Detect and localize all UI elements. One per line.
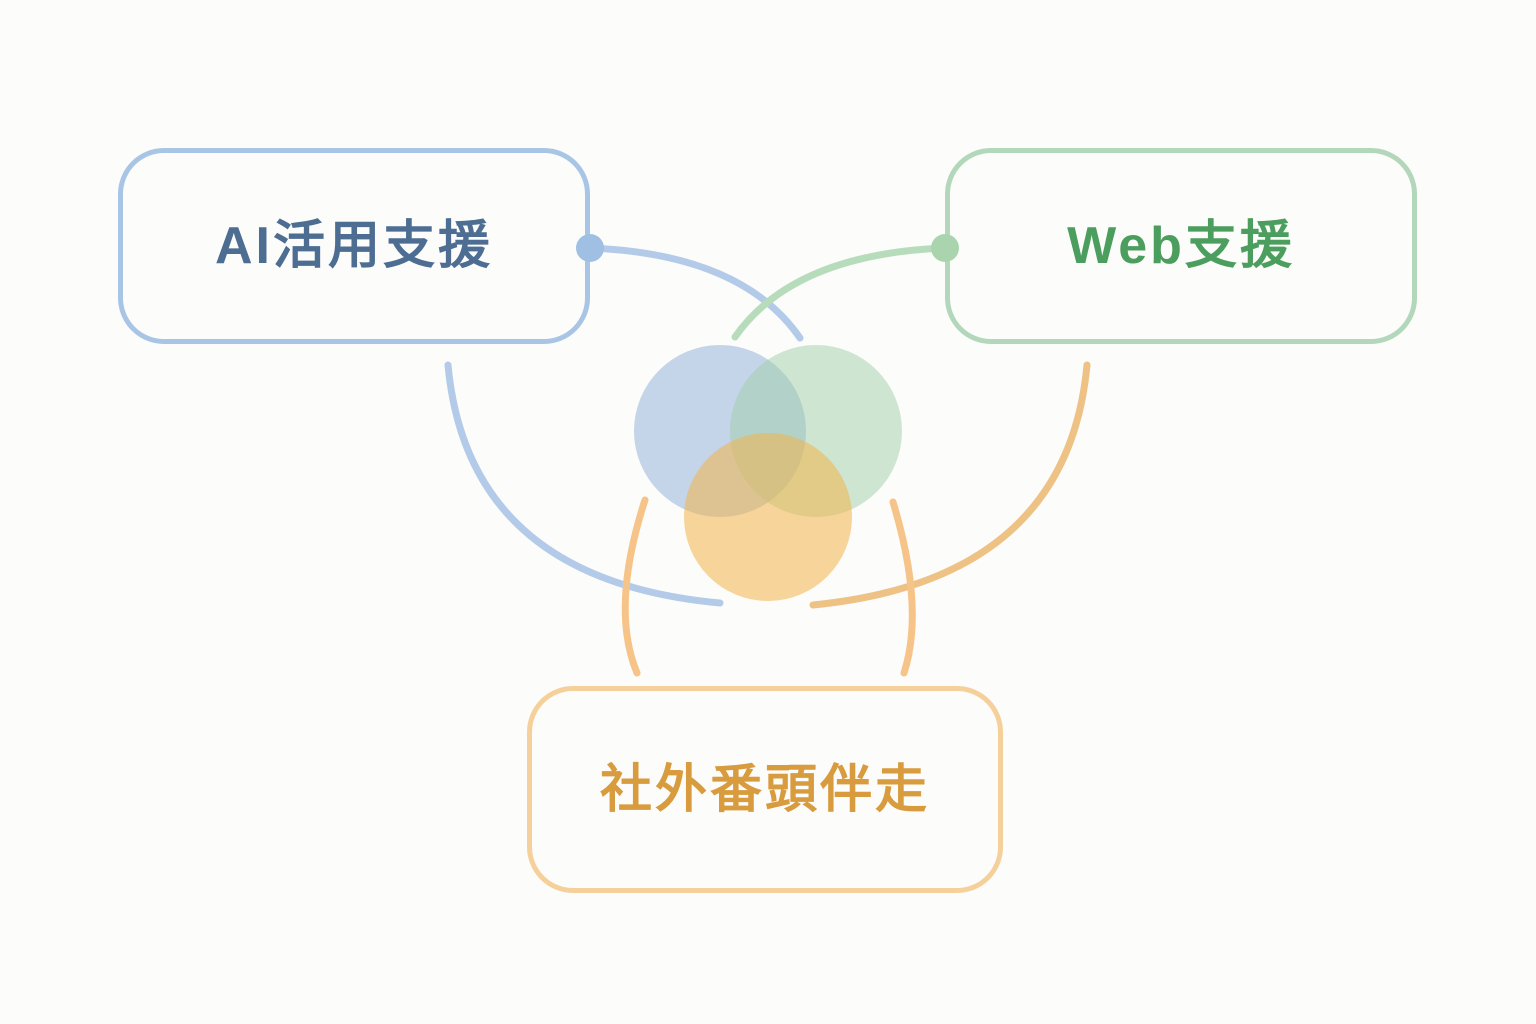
box-web-support-label: Web支援 [1067, 217, 1295, 275]
arc-ai-to-banto [444, 361, 724, 607]
ai-connector-dot [576, 234, 604, 262]
arc-banto-left [621, 496, 649, 677]
connector-ai-to-venn [586, 244, 804, 342]
web-connector-dot [931, 234, 959, 262]
box-external-banto: 社外番頭伴走 [527, 686, 1003, 893]
arc-web-to-banto [809, 361, 1091, 609]
box-external-banto-label: 社外番頭伴走 [599, 760, 930, 819]
box-ai-support: AI活用支援 [118, 148, 590, 344]
venn-circle-banto [684, 433, 852, 601]
connector-web-to-venn [731, 244, 949, 341]
box-web-support: Web支援 [945, 148, 1417, 344]
box-ai-support-label: AI活用支援 [214, 217, 493, 275]
arc-banto-right [889, 498, 916, 677]
